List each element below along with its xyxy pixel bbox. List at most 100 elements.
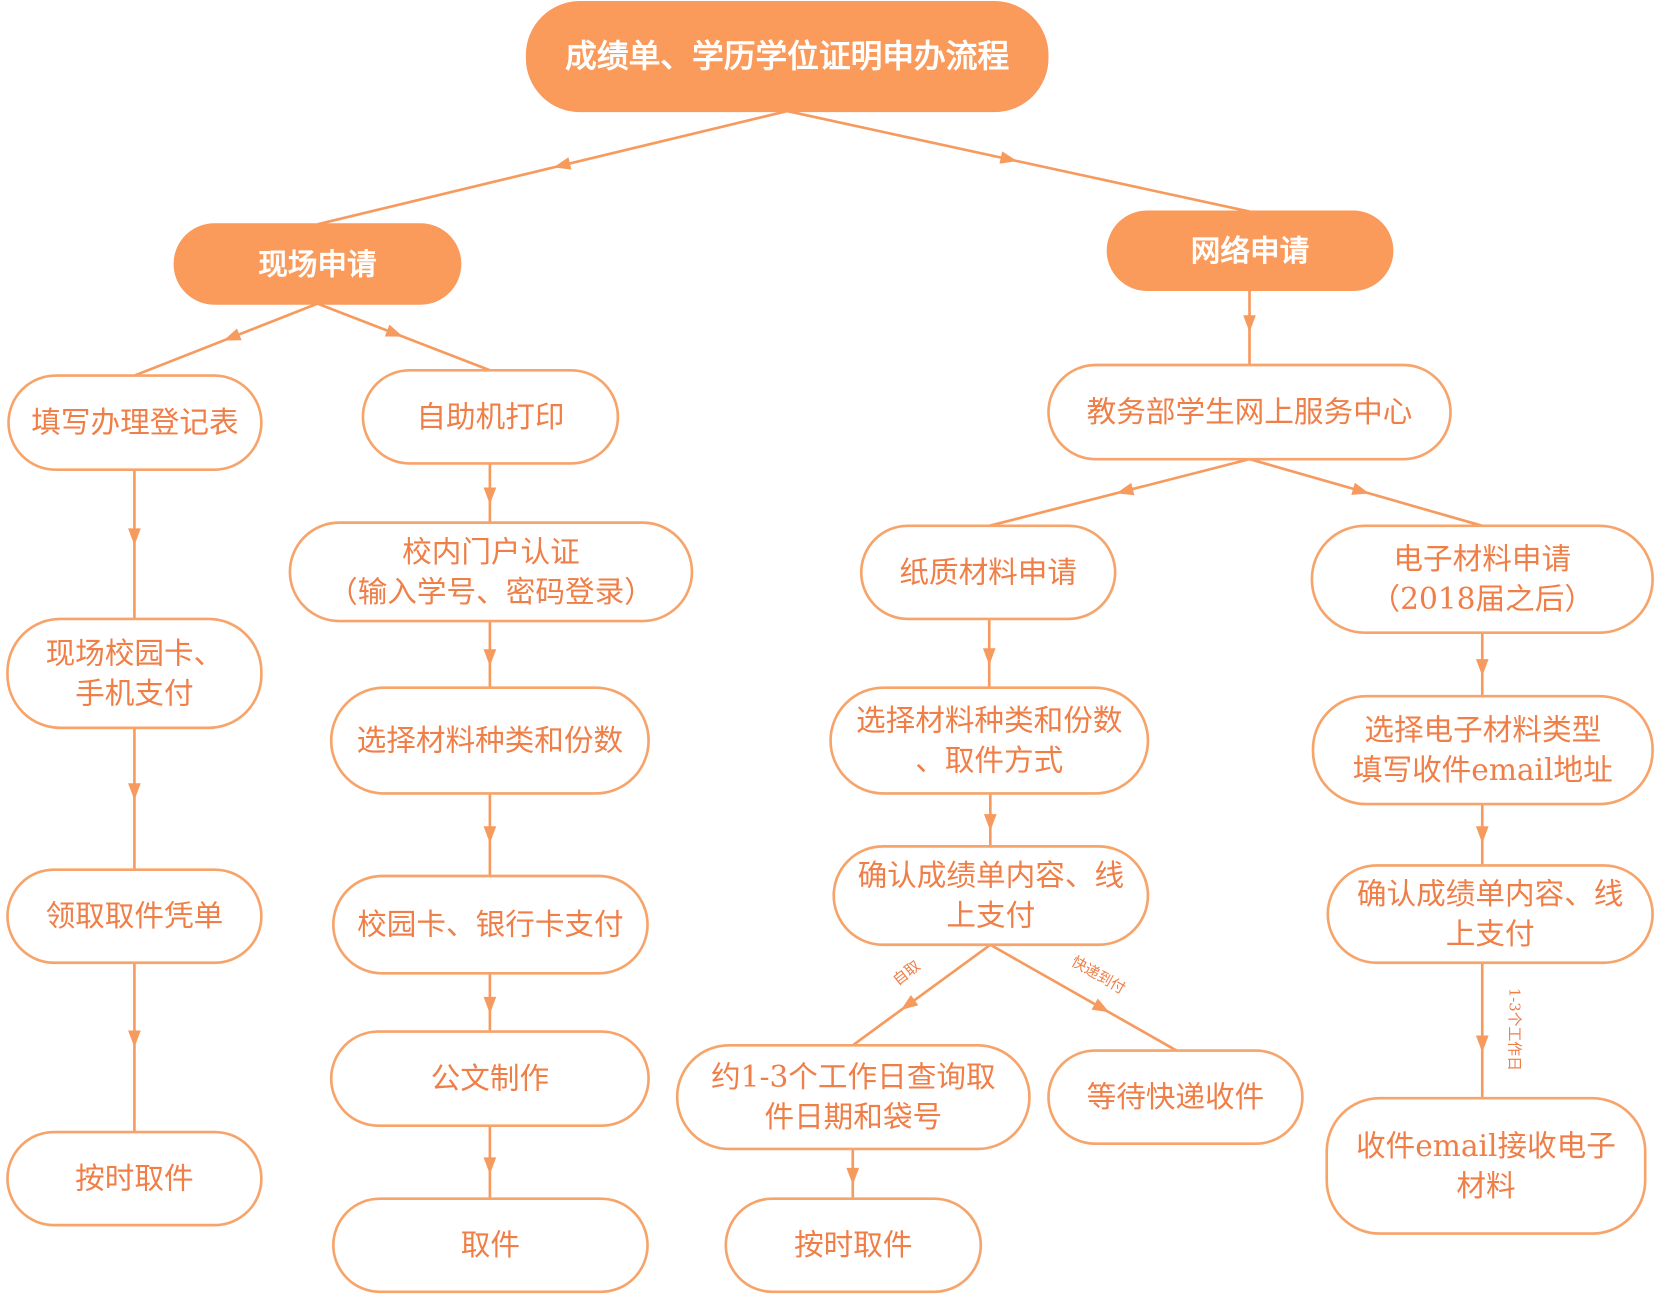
arrowhead-icon bbox=[384, 324, 403, 337]
arrowhead-icon bbox=[1116, 482, 1135, 496]
arrowhead-icon bbox=[1091, 998, 1110, 1013]
node-label: 教务部学生网上服务中心 bbox=[1087, 395, 1413, 429]
arrowhead-icon bbox=[128, 528, 141, 546]
node-shape bbox=[6, 1130, 263, 1227]
onsite-header: 现场申请 bbox=[173, 223, 462, 305]
arrowhead-icon bbox=[1475, 826, 1489, 844]
arrowhead-icon bbox=[128, 1030, 141, 1048]
node-label: 自助机打印 bbox=[416, 400, 564, 434]
node-label: 取件 bbox=[461, 1228, 520, 1262]
node-label: （输入学号、密码登录） bbox=[328, 575, 654, 609]
node-shape bbox=[6, 617, 263, 730]
node-label: 选择材料种类和份数 bbox=[856, 704, 1122, 738]
node-shape bbox=[1326, 864, 1654, 965]
wait-express-node: 等待快递收件 bbox=[1047, 1049, 1304, 1145]
node-label: 成绩单、学历学位证明申办流程 bbox=[565, 38, 1009, 75]
arrowhead-icon bbox=[982, 648, 996, 666]
node-label: 按时取件 bbox=[75, 1162, 193, 1196]
receipt-node: 领取取件凭单 bbox=[6, 868, 263, 965]
node-label: 约1-3个工作日查询取 bbox=[711, 1060, 996, 1094]
service-center-node: 教务部学生网上服务中心 bbox=[1047, 363, 1452, 461]
fill-form-node: 填写办理登记表 bbox=[7, 374, 263, 472]
kiosk-select-node: 选择材料种类和份数 bbox=[329, 686, 650, 795]
nodes: 成绩单、学历学位证明申办流程现场申请网络申请填写办理登记表现场校园卡、手机支付领… bbox=[6, 1, 1654, 1294]
paper-pickup-node: 按时取件 bbox=[724, 1197, 983, 1294]
node-label: 填写办理登记表 bbox=[31, 406, 238, 440]
edge-title-online bbox=[786, 109, 1250, 213]
title-node: 成绩单、学历学位证明申办流程 bbox=[525, 1, 1049, 113]
node-label: 收件email接收电子 bbox=[1356, 1129, 1616, 1163]
node-label: 校内门户认证 bbox=[402, 535, 580, 569]
node-label: 网络申请 bbox=[1191, 233, 1309, 268]
node-label: 领取取件凭单 bbox=[46, 899, 224, 933]
node-label: 上支付 bbox=[946, 899, 1035, 933]
kiosk-pickup-node: 取件 bbox=[331, 1197, 649, 1294]
node-shape bbox=[6, 868, 263, 965]
document-making-node: 公文制作 bbox=[329, 1030, 650, 1127]
node-shape bbox=[329, 686, 650, 795]
node-label: 、取件方式 bbox=[915, 744, 1063, 778]
node-label: 选择电子材料类型 bbox=[1364, 713, 1601, 747]
arrowhead-icon bbox=[1475, 1035, 1489, 1053]
node-label: 手机支付 bbox=[75, 676, 193, 710]
node-label: 现场校园卡、 bbox=[46, 636, 224, 670]
node-shape bbox=[1311, 694, 1654, 806]
node-shape bbox=[361, 368, 620, 465]
node-label: 填写收件email地址 bbox=[1353, 753, 1613, 787]
arrowhead-icon bbox=[1243, 315, 1256, 333]
arrowhead-icon bbox=[553, 157, 572, 170]
arrowhead-icon bbox=[483, 649, 497, 667]
node-label: 校园卡、银行卡支付 bbox=[357, 908, 624, 942]
paper-apply-node: 纸质材料申请 bbox=[859, 524, 1117, 621]
node-shape bbox=[1047, 363, 1452, 461]
electronic-apply-node: 电子材料申请（2018届之后） bbox=[1310, 524, 1654, 634]
node-label: 件日期和袋号 bbox=[764, 1100, 942, 1134]
edge-paper-self bbox=[851, 943, 992, 1047]
node-label: （2018届之后） bbox=[1371, 582, 1594, 616]
node-label: 上支付 bbox=[1446, 917, 1535, 951]
portal-auth-node: 校内门户认证 （输入学号、密码登录） bbox=[288, 521, 694, 623]
online-header: 网络申请 bbox=[1106, 210, 1394, 291]
arrowhead-icon bbox=[846, 1167, 860, 1185]
edge-onsite-kiosk bbox=[316, 302, 491, 372]
node-shape bbox=[7, 374, 263, 472]
node-shape bbox=[859, 524, 1117, 621]
arrowhead-icon bbox=[223, 328, 242, 341]
arrowhead-icon bbox=[983, 814, 997, 832]
node-shape bbox=[331, 1197, 649, 1294]
arrowhead-icon bbox=[1351, 482, 1370, 495]
onsite-pickup-node: 按时取件 bbox=[6, 1130, 263, 1227]
node-label: 现场申请 bbox=[258, 246, 376, 281]
node-label: 等待快递收件 bbox=[1087, 1080, 1265, 1114]
node-shape bbox=[288, 521, 694, 623]
paper-select-node: 选择材料种类和份数、取件方式 bbox=[829, 686, 1150, 795]
arrowhead-icon bbox=[483, 996, 497, 1014]
node-shape bbox=[1325, 1096, 1647, 1235]
arrowhead-icon bbox=[483, 1157, 497, 1175]
node-shape bbox=[724, 1197, 983, 1294]
onsite-payment-node: 现场校园卡、手机支付 bbox=[6, 617, 263, 730]
node-shape bbox=[173, 223, 462, 305]
node-shape bbox=[1310, 524, 1654, 634]
node-label: 按时取件 bbox=[794, 1228, 912, 1262]
node-label: 选择材料种类和份数 bbox=[357, 724, 623, 758]
label-working-days: 1-3个工作日 bbox=[1505, 988, 1522, 1071]
node-label: 确认成绩单内容、线 bbox=[858, 859, 1125, 893]
node-shape bbox=[525, 1, 1049, 113]
arrowhead-icon bbox=[483, 487, 497, 505]
node-label: 确认成绩单内容、线 bbox=[1357, 877, 1624, 911]
edge-title-onsite bbox=[317, 109, 788, 226]
node-shape bbox=[1106, 210, 1394, 291]
node-shape bbox=[829, 686, 1150, 795]
kiosk-payment-node: 校园卡、银行卡支付 bbox=[331, 874, 649, 975]
arrowhead-icon bbox=[900, 994, 919, 1011]
label-express-cod: 快递到付 bbox=[1068, 953, 1128, 997]
node-shape bbox=[675, 1043, 1031, 1151]
node-label: 公文制作 bbox=[431, 1062, 549, 1096]
